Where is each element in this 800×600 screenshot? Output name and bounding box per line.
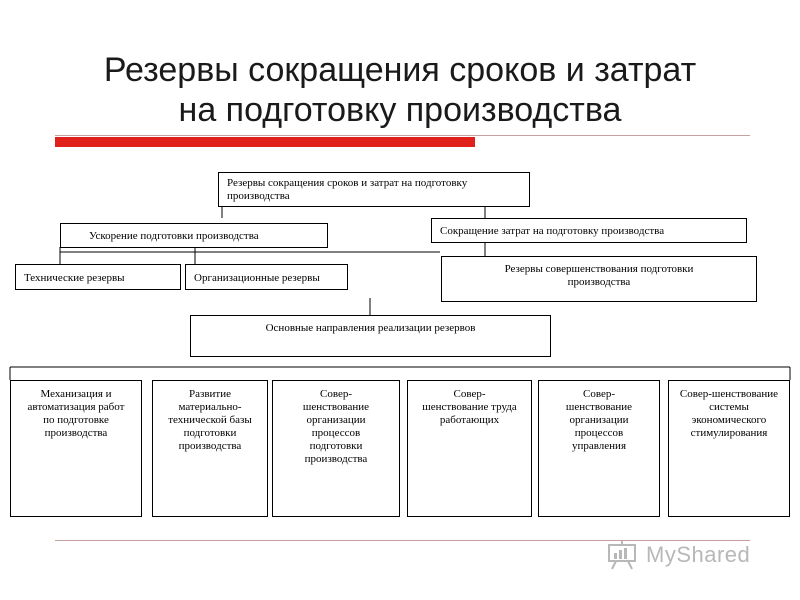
- myshared-logo: MyShared: [606, 536, 776, 576]
- accel-box: Ускорение подготовки производства: [60, 223, 328, 248]
- leaf-box-management: Совер-шенствование организации процессов…: [538, 380, 660, 517]
- org-reserves-box: Организационные резервы: [185, 264, 348, 290]
- presentation-board-icon: [608, 541, 636, 570]
- leaf-box-material-base: Развитие материально-технической базы по…: [152, 380, 268, 517]
- leaf-label: Совер-шенствование труда работающих: [422, 388, 517, 426]
- improve-reserves-label: Резервы совершенствования подготовки про…: [504, 263, 694, 288]
- tech-reserves-label: Технические резервы: [24, 272, 125, 284]
- leaf-box-organization: Совер-шенствование организации процессов…: [272, 380, 400, 517]
- leaf-box-mechanization: Механизация и автоматизация работ по под…: [10, 380, 142, 517]
- logo-text: MyShared: [646, 542, 751, 567]
- top-rule: [55, 135, 750, 136]
- cost-label: Сокращение затрат на подготовку производ…: [440, 225, 665, 237]
- leaf-box-stimulation: Совер-шенствование системы экономическог…: [668, 380, 790, 517]
- root-box: Резервы сокращения сроков и затрат на по…: [218, 172, 530, 207]
- root-label: Резервы сокращения сроков и затрат на по…: [227, 177, 468, 202]
- leaf-box-labor: Совер-шенствование труда работающих: [407, 380, 532, 517]
- org-reserves-label: Организационные резервы: [194, 272, 320, 284]
- slide-title: Резервы сокращения сроков и затрат на по…: [0, 50, 800, 130]
- tech-reserves-box: Технические резервы: [15, 264, 181, 290]
- leaf-label: Развитие материально-технической базы по…: [168, 388, 252, 452]
- cost-box: Сокращение затрат на подготовку производ…: [431, 218, 747, 243]
- title-line-2: на подготовку производства: [178, 91, 622, 129]
- title-line-1: Резервы сокращения сроков и затрат: [103, 51, 697, 89]
- accel-label: Ускорение подготовки производства: [89, 230, 259, 242]
- bottom-rule: [55, 540, 750, 541]
- accent-bar: [55, 137, 475, 147]
- improve-reserves-box: Резервы совершенствования подготовки про…: [441, 256, 757, 302]
- leaf-label: Совер-шенствование системы экономическог…: [679, 388, 779, 439]
- main-directions-box: Основные направления реализации резервов: [190, 315, 551, 357]
- leaf-label: Механизация и автоматизация работ по под…: [27, 388, 125, 439]
- leaf-label: Совер-шенствование организации процессов…: [565, 388, 633, 452]
- leaf-label: Совер-шенствование организации процессов…: [302, 388, 370, 465]
- main-directions-label: Основные направления реализации резервов: [265, 322, 476, 334]
